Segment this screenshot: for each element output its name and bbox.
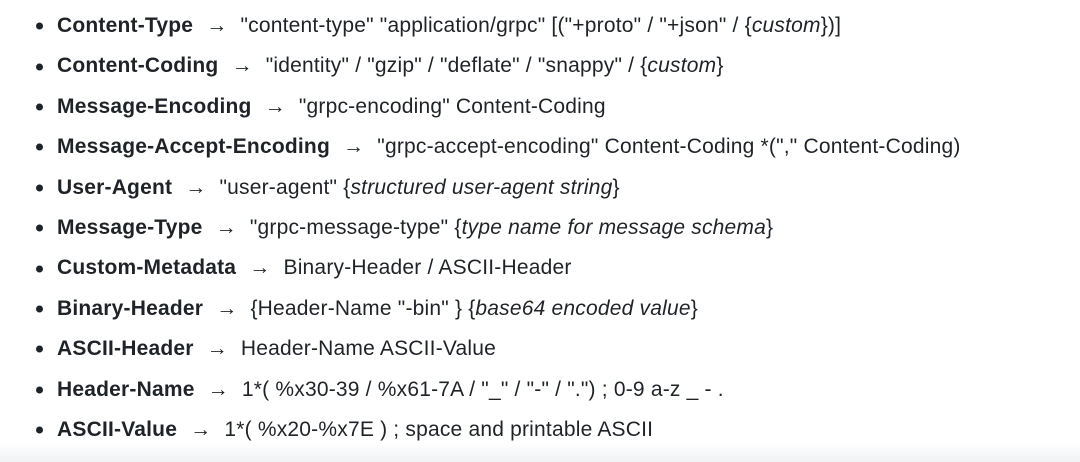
definition-text: Binary-Header / ASCII-Header [283, 256, 571, 279]
definition-segment: "grpc-encoding" Content-Coding [298, 94, 606, 118]
arrow-glyph: → [206, 14, 228, 37]
list-item: Binary-Header → {Header-Name "-bin" } {b… [0, 289, 1080, 329]
bullet-icon [36, 103, 43, 111]
bullet-icon [36, 184, 43, 192]
bullet-icon [36, 265, 43, 273]
term-label: Content-Coding [57, 54, 219, 78]
term-label: ASCII-Value [57, 418, 178, 442]
bullet-icon [36, 345, 43, 353]
definition-segment: } [766, 216, 774, 240]
definition-segment: } [716, 54, 724, 78]
definition-text: {Header-Name "-bin" } {base64 encoded va… [250, 297, 698, 320]
definition-text: "identity" / "gzip" / "deflate" / "snapp… [266, 54, 724, 77]
bullet-icon [36, 22, 43, 30]
list-item: Message-Encoding → "grpc-encoding" Conte… [0, 87, 1080, 127]
grammar-spec-document: Content-Type → "content-type" "applicati… [0, 6, 1080, 450]
arrow-glyph: → [206, 337, 228, 361]
arrow-glyph: → [185, 175, 207, 199]
definition-segment: 1*( %x20-%x7E ) ; space and printable AS… [224, 418, 654, 442]
definition-segment-italic: base64 encoded value [475, 296, 691, 320]
definition-text: "grpc-accept-encoding" Content-Coding *(… [377, 135, 960, 158]
term-label: Header-Name [57, 377, 195, 401]
list-item: Custom-Metadata → Binary-Header / ASCII-… [0, 248, 1080, 288]
term-label: Content-Type [57, 14, 194, 37]
definition-segment: })] [820, 14, 842, 37]
bullet-icon [36, 143, 43, 151]
definition-segment: "content-type" "application/grpc" [("+pr… [240, 14, 752, 37]
arrow-glyph: → [215, 216, 237, 240]
list-item: ASCII-Header → Header-Name ASCII-Value [0, 329, 1080, 369]
arrow-glyph: → [207, 377, 229, 401]
definition-text: 1*( %x30-39 / %x61-7A / "_" / "-" / ".")… [242, 378, 724, 401]
term-label: Message-Encoding [57, 94, 252, 118]
definition-segment: Header-Name ASCII-Value [240, 337, 497, 361]
definition-list: Content-Type → "content-type" "applicati… [0, 6, 1080, 450]
list-item: Header-Name → 1*( %x30-39 / %x61-7A / "_… [0, 370, 1080, 410]
definition-segment-italic: custom [647, 54, 717, 78]
definition-text: Header-Name ASCII-Value [241, 337, 496, 360]
bullet-icon [36, 426, 43, 434]
definition-segment: } [690, 296, 698, 320]
definition-segment: "user-agent" { [219, 175, 351, 199]
definition-text: 1*( %x20-%x7E ) ; space and printable AS… [224, 418, 653, 441]
term-label: Custom-Metadata [57, 256, 237, 280]
list-item: Message-Type → "grpc-message-type" {type… [0, 208, 1080, 248]
term-label: Message-Accept-Encoding [57, 135, 330, 159]
definition-text: "content-type" "application/grpc" [("+pr… [240, 14, 841, 37]
definition-text: "user-agent" {structured user-agent stri… [219, 176, 619, 199]
definition-segment: "grpc-message-type" { [249, 216, 462, 240]
arrow-glyph: → [264, 94, 286, 118]
term-label: ASCII-Header [57, 337, 194, 361]
arrow-glyph: → [249, 256, 271, 280]
bullet-icon [36, 224, 43, 232]
definition-segment: 1*( %x30-39 / %x61-7A / "_" / "-" / ".")… [241, 377, 724, 401]
arrow-glyph: → [343, 135, 365, 159]
definition-segment: "identity" / "gzip" / "deflate" / "snapp… [265, 54, 648, 78]
definition-segment: "grpc-accept-encoding" Content-Coding *(… [377, 135, 961, 159]
definition-segment: Binary-Header / ASCII-Header [283, 256, 572, 280]
list-item: Message-Accept-Encoding → "grpc-accept-e… [0, 127, 1080, 167]
term-label: User-Agent [57, 175, 173, 199]
arrow-glyph: → [216, 296, 238, 320]
bullet-icon [36, 386, 43, 394]
definition-segment-italic: type name for message schema [461, 216, 766, 240]
bullet-icon [36, 63, 43, 71]
definition-segment-italic: custom [751, 14, 821, 37]
term-label: Message-Type [57, 216, 203, 240]
definition-text: "grpc-message-type" {type name for messa… [250, 216, 773, 239]
list-item: Content-Type → "content-type" "applicati… [0, 6, 1080, 46]
arrow-glyph: → [190, 418, 212, 442]
term-label: Binary-Header [57, 296, 204, 320]
bullet-icon [36, 305, 43, 313]
definition-text: "grpc-encoding" Content-Coding [299, 95, 606, 118]
definition-segment-italic: structured user-agent string [350, 175, 613, 199]
definition-segment: } [612, 175, 620, 199]
list-item: Content-Coding → "identity" / "gzip" / "… [0, 46, 1080, 86]
list-item: User-Agent → "user-agent" {structured us… [0, 168, 1080, 208]
list-item: ASCII-Value → 1*( %x20-%x7E ) ; space an… [0, 410, 1080, 450]
arrow-glyph: → [231, 54, 253, 78]
definition-segment: {Header-Name "-bin" } { [250, 296, 476, 320]
